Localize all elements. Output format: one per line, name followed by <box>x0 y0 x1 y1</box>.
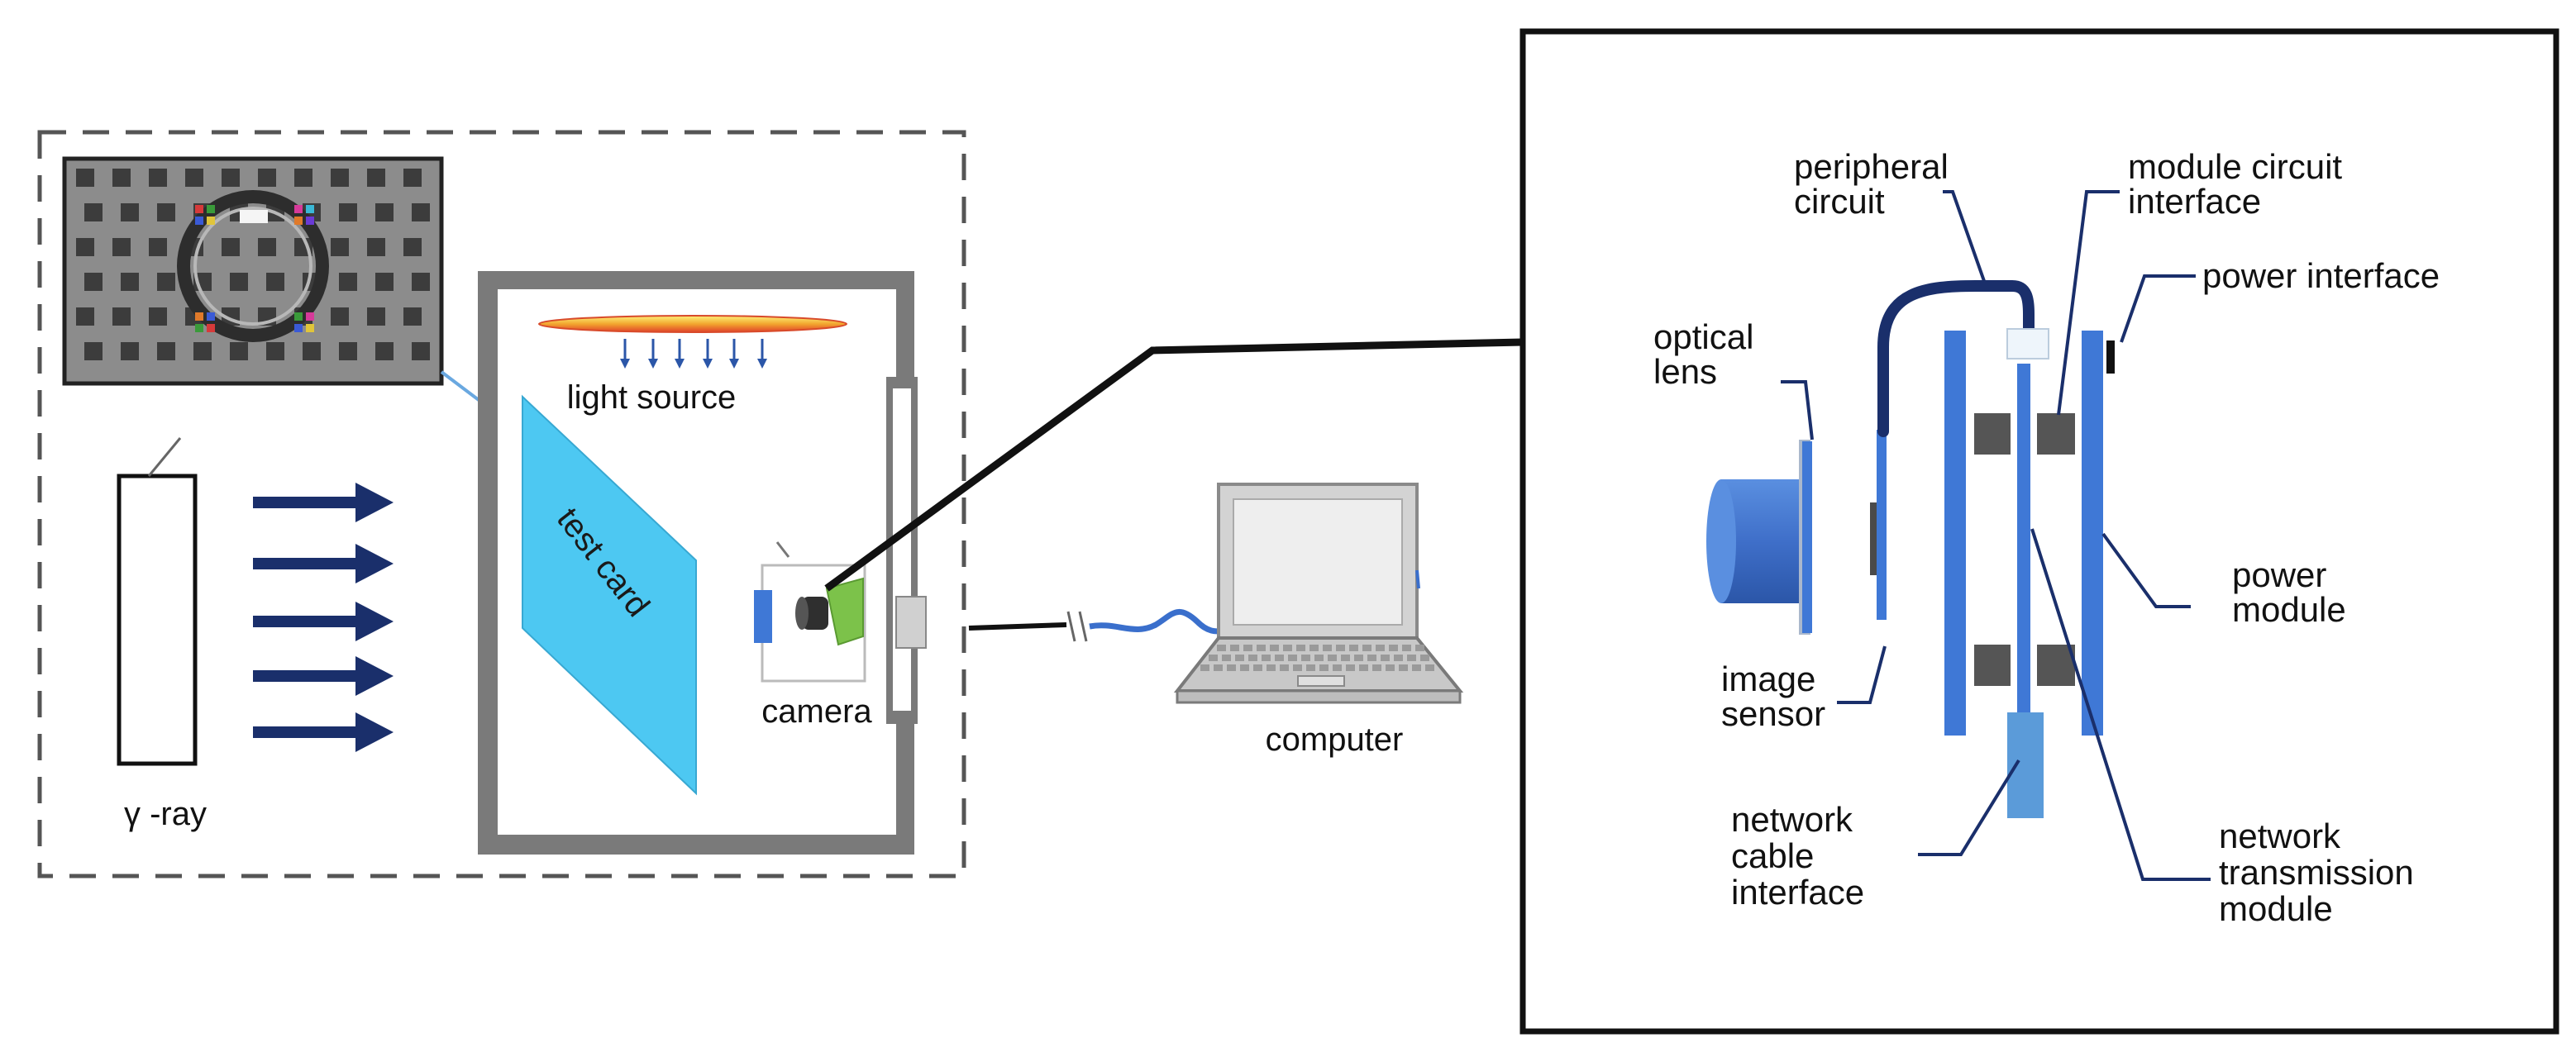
camera-label: camera <box>761 693 872 730</box>
light-source <box>538 315 847 333</box>
spacer <box>1974 645 2011 686</box>
gamma-ray-label: γ -ray <box>124 796 207 832</box>
peripheral-circuit-label: peripheral circuit <box>1794 147 1958 221</box>
image-sensor-board <box>1877 430 1887 620</box>
irradiation-setup: γ -ray light source test card <box>37 130 966 878</box>
network-cable-interface-label: network cable interface <box>1731 800 1864 912</box>
module-circuit-interface-connector <box>2006 328 2049 359</box>
spacer <box>2037 413 2075 455</box>
board-right <box>2082 331 2103 736</box>
leader-lines <box>1781 190 2211 881</box>
detail-frame <box>1519 28 2559 1035</box>
computer-label: computer <box>1266 721 1404 758</box>
network-transmission-module-label: network transmission module <box>2219 817 2423 928</box>
power-interface-connector <box>2106 340 2115 374</box>
image-sensor-label: image sensor <box>1721 659 1825 733</box>
test-card-chart-image <box>62 156 444 386</box>
down-arrow-icon <box>620 339 767 369</box>
power-module-label: power module <box>2232 555 2346 629</box>
gamma-source-tag <box>147 437 182 477</box>
board-middle <box>2017 364 2030 736</box>
network-cable <box>968 609 1228 642</box>
test-card: test card <box>522 394 697 796</box>
image-sensor-chip <box>1870 502 1877 575</box>
setup-dashed-boundary <box>37 130 966 878</box>
module-circuit-interface-label: module circuit interface <box>2128 147 2352 221</box>
network-cable-interface-connector <box>2007 712 2044 818</box>
peripheral-circuit-cable <box>1877 280 2035 437</box>
light-source-label: light source <box>567 379 737 416</box>
power-interface-label: power interface <box>2202 256 2440 295</box>
spacer <box>1974 413 2011 455</box>
optical-lens-label: optical lens <box>1653 317 1763 391</box>
gamma-source <box>117 474 198 766</box>
laptop-icon <box>1173 483 1464 704</box>
camera-detail-panel: peripheral circuit module circuit interf… <box>1519 28 2559 1035</box>
optical-lens <box>1706 440 1812 635</box>
board-left <box>1944 331 1966 736</box>
spacer <box>2037 645 2075 686</box>
detail-callout-line <box>824 338 1524 592</box>
right-arrow-icon <box>253 483 394 752</box>
camera-icon <box>754 541 866 683</box>
